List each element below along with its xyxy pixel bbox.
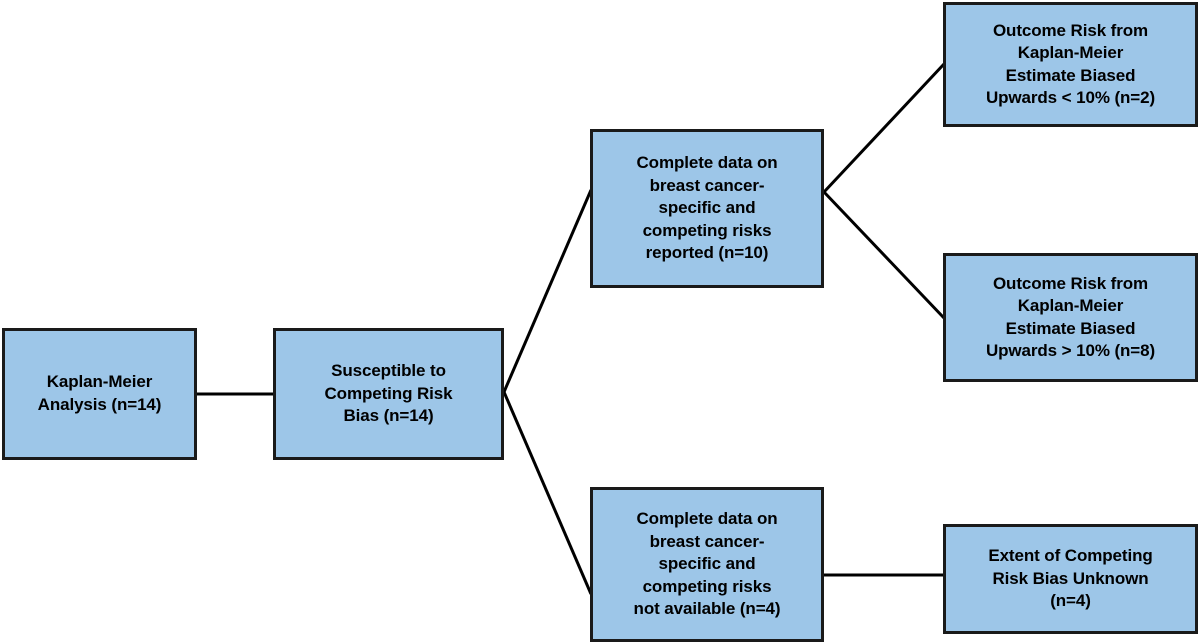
edge-susceptible-to-unavailable — [502, 391, 593, 595]
node-outcome-risk-biased-under-10-percent[interactable]: Outcome Risk from Kaplan-Meier Estimate … — [943, 2, 1198, 127]
node-label: Outcome Risk from Kaplan-Meier Estimate … — [985, 21, 1156, 107]
node-label: Susceptible to Competing Risk Bias (n=14… — [324, 360, 453, 426]
node-label: Complete data on breast cancer- specific… — [636, 153, 778, 263]
edge-reported-to-bias-gt10 — [822, 190, 946, 320]
node-complete-data-reported[interactable]: Complete data on breast cancer- specific… — [590, 129, 824, 288]
node-kaplan-meier-analysis[interactable]: Kaplan-Meier Analysis (n=14) — [2, 328, 197, 460]
node-label: Outcome Risk from Kaplan-Meier Estimate … — [985, 274, 1156, 360]
node-complete-data-not-available[interactable]: Complete data on breast cancer- specific… — [590, 487, 824, 642]
node-outcome-risk-biased-over-10-percent[interactable]: Outcome Risk from Kaplan-Meier Estimate … — [943, 253, 1198, 382]
edge-susceptible-to-reported — [502, 189, 593, 393]
node-label: Extent of Competing Risk Bias Unknown (n… — [988, 545, 1153, 611]
edge-reported-to-bias-lt10 — [822, 62, 946, 194]
node-extent-of-competing-risk-bias-unknown[interactable]: Extent of Competing Risk Bias Unknown (n… — [943, 524, 1198, 634]
node-label: Kaplan-Meier Analysis (n=14) — [37, 372, 162, 414]
node-susceptible-to-competing-risk-bias[interactable]: Susceptible to Competing Risk Bias (n=14… — [273, 328, 504, 460]
node-label: Complete data on breast cancer- specific… — [633, 509, 781, 619]
